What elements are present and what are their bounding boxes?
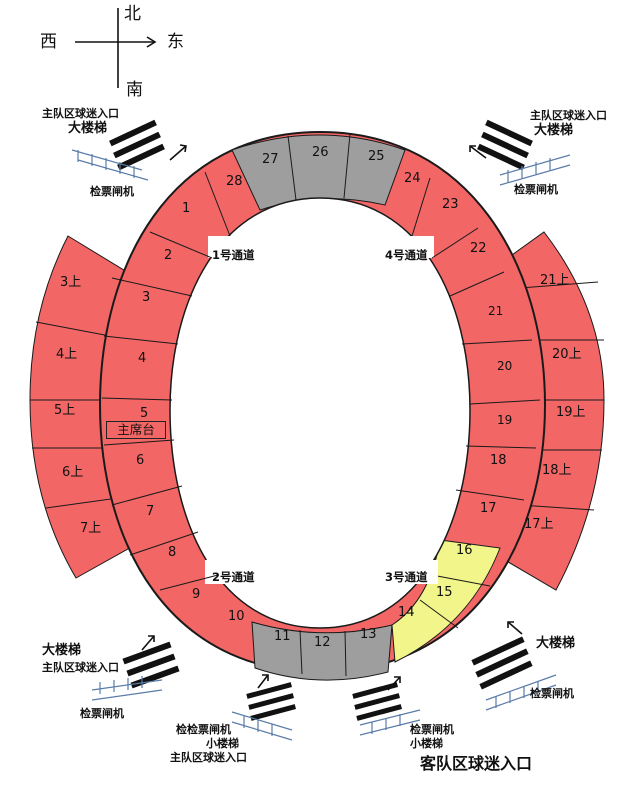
section-label: 16 [456, 543, 473, 558]
big-stairs-label: 大楼梯 [42, 643, 82, 658]
section-label: 20 [497, 359, 512, 373]
section-labels: 3上 4上 5上 6上 7上 21上 20上 19上 18上 17上 2 3 4… [54, 145, 586, 650]
ticket-gate-label: 检票闸机 [514, 183, 558, 196]
section-label: 17上 [524, 517, 554, 532]
section-label: 7 [146, 504, 154, 519]
divider [431, 574, 491, 587]
divider [45, 497, 119, 509]
section-label: 20上 [552, 347, 582, 362]
pitch-area [169, 197, 471, 629]
tunnel-2-label: 2号通道 [212, 570, 255, 584]
section-label: 28 [226, 174, 243, 189]
ticket-gate-label: 检检票闸机 [176, 723, 231, 736]
section-label: 6上 [62, 465, 83, 480]
tunnel-4-gap [410, 236, 434, 258]
section-label: 17 [480, 501, 497, 516]
section-label: 21上 [540, 273, 570, 288]
ticket-gate-icons [71, 149, 571, 741]
away-entrance-label: 客队区球迷入口 [420, 754, 533, 773]
section-label: 25 [368, 149, 385, 164]
section-label: 4上 [56, 347, 77, 362]
compass-north: 北 [124, 4, 141, 24]
compass-south: 南 [126, 80, 143, 100]
section-label: 7上 [80, 521, 101, 536]
home-entrance-label: 主队区球迷入口 [42, 661, 119, 674]
ticket-gate-label: 检票闸机 [410, 723, 454, 736]
small-stairs-label: 小楼梯 [410, 737, 443, 750]
stairs-ne-icon [477, 119, 533, 171]
section-label: 2 [164, 248, 172, 263]
stairs-nw-icon [109, 119, 165, 171]
tunnel-2-gap [205, 560, 231, 584]
stairs-s1-icon [246, 682, 296, 721]
section-label: 13 [360, 627, 377, 642]
divider [299, 629, 303, 675]
section-label: 8 [168, 545, 176, 560]
section-label: 9 [192, 587, 200, 602]
compass [75, 8, 157, 88]
stairs-se-icon [471, 636, 533, 690]
section-label: 11 [274, 629, 291, 644]
home-entrance-label: 主队区球迷入口 [42, 107, 119, 120]
west-lower-dividers [101, 171, 231, 591]
section-label: 22 [470, 241, 487, 256]
divider [35, 321, 111, 337]
section-label: 15 [436, 585, 453, 600]
section-label: 27 [262, 152, 279, 167]
divider [344, 630, 347, 677]
big-stairs-label: 大楼梯 [536, 636, 576, 651]
section-label: 21 [488, 304, 503, 318]
divider [419, 599, 459, 629]
section-label: 19 [497, 413, 512, 427]
compass-west: 西 [40, 32, 57, 52]
compass-east: 东 [167, 32, 184, 52]
section-label: 3 [142, 290, 150, 305]
section-label: 26 [312, 145, 329, 160]
section-label: 12 [314, 635, 331, 650]
tunnel-1-gap [208, 236, 232, 258]
section-label: 6 [136, 453, 144, 468]
section-label: 10 [228, 609, 245, 624]
section-label: 18 [490, 453, 507, 468]
home-entrance-label: 主队区球迷入口 [530, 109, 607, 122]
arrow-icons [141, 144, 523, 691]
main-stand-label: 主席台 [106, 421, 166, 439]
section-label: 5 [140, 406, 148, 421]
section-label: 24 [404, 171, 421, 186]
section-label: 18上 [542, 463, 572, 478]
divider [287, 135, 297, 201]
section-label: 3上 [60, 275, 81, 290]
ticket-gate-label: 检票闸机 [80, 707, 124, 720]
ticket-gate-label: 检票闸机 [90, 185, 134, 198]
tunnel-1-label: 1号通道 [212, 248, 255, 262]
section-label: 4 [138, 351, 146, 366]
divider [519, 504, 595, 511]
section-label: 14 [398, 605, 415, 620]
divider [519, 281, 599, 289]
stairs-s2-icon [352, 682, 402, 721]
section-label: 23 [442, 197, 459, 212]
compass-arrow-icon [146, 36, 157, 48]
upper-west-stand [29, 235, 136, 579]
south-grey-block[interactable] [251, 621, 393, 681]
tunnel-3-label: 3号通道 [385, 570, 428, 584]
home-entrance-label: 主队区球迷入口 [170, 751, 247, 764]
big-stairs-label: 大楼梯 [534, 123, 574, 138]
tunnel-4-label: 4号通道 [385, 248, 428, 262]
section-label: 1 [182, 201, 190, 216]
big-stairs-label: 大楼梯 [68, 121, 108, 136]
divider [343, 133, 351, 199]
tunnel-3-gap [412, 560, 438, 584]
east-lower-dividers [411, 177, 541, 501]
section-label: 5上 [54, 403, 75, 418]
ticket-gate-label: 检票闸机 [530, 687, 574, 700]
section-label: 19上 [556, 405, 586, 420]
small-stairs-label: 小楼梯 [206, 737, 239, 750]
